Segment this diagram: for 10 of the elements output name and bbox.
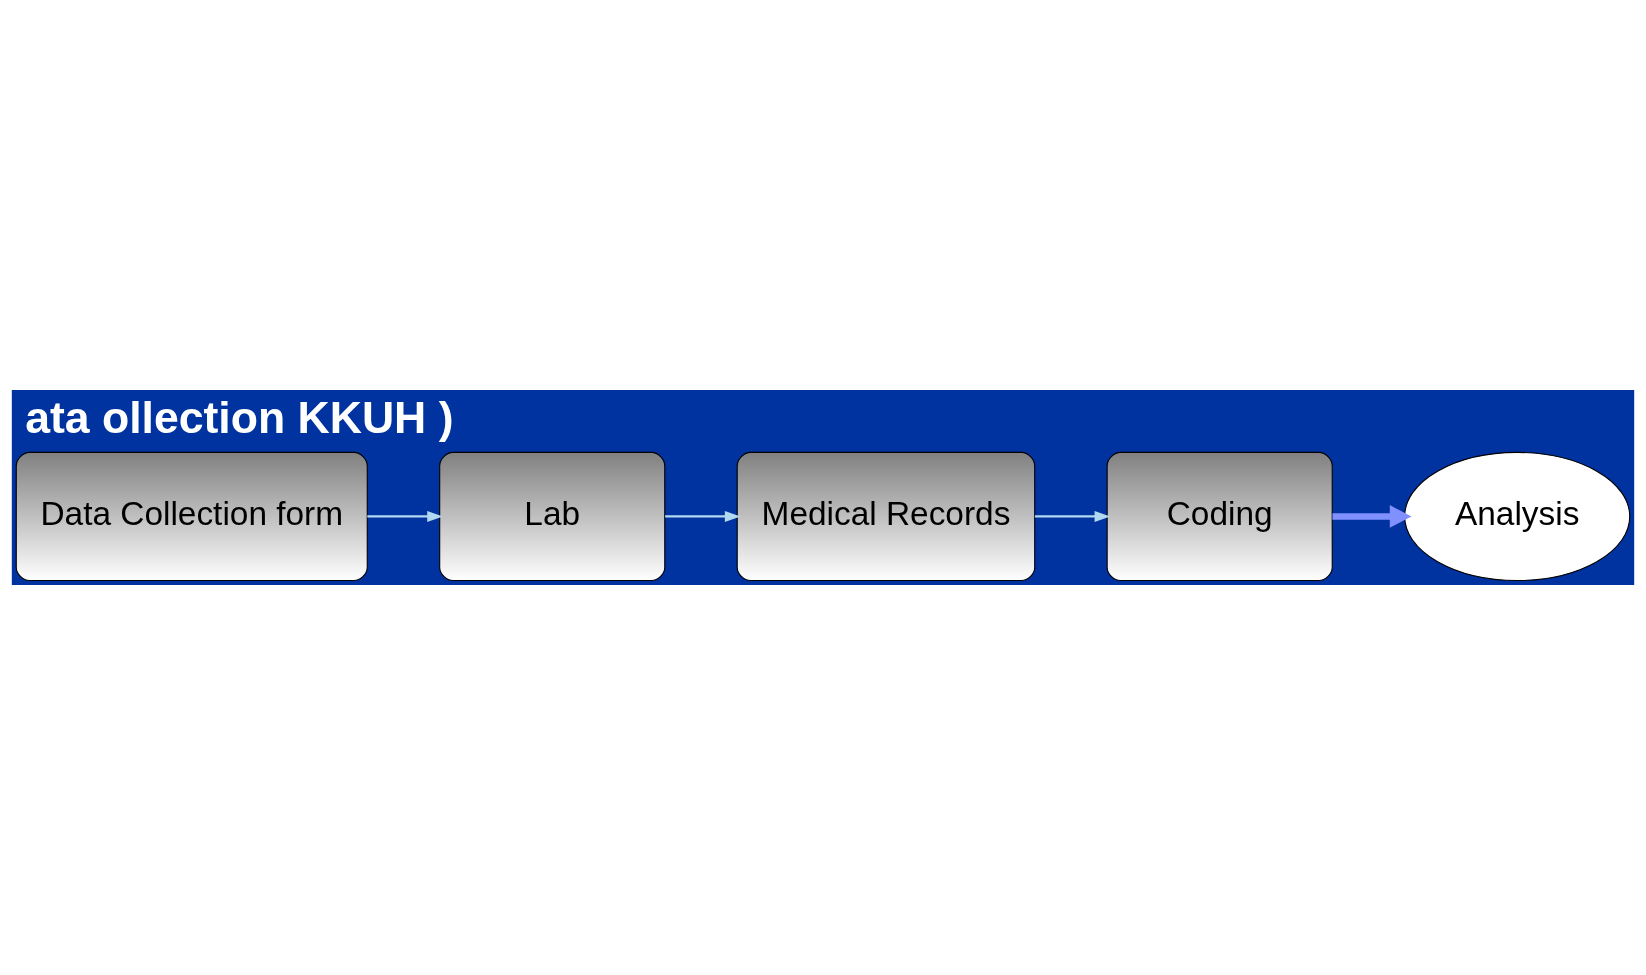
arrow [367, 511, 443, 522]
node-ellipse: Analysis [1404, 451, 1631, 582]
node-box: Coding [1106, 451, 1333, 582]
arrow [1332, 505, 1412, 528]
diagram-title: ata ollection KKUH ) [25, 393, 454, 443]
arrow [665, 511, 741, 522]
node-box: Medical Records [736, 451, 1036, 582]
node-box: Lab [439, 451, 666, 582]
node-box: Data Collection form [15, 451, 368, 582]
arrow [1034, 511, 1111, 522]
